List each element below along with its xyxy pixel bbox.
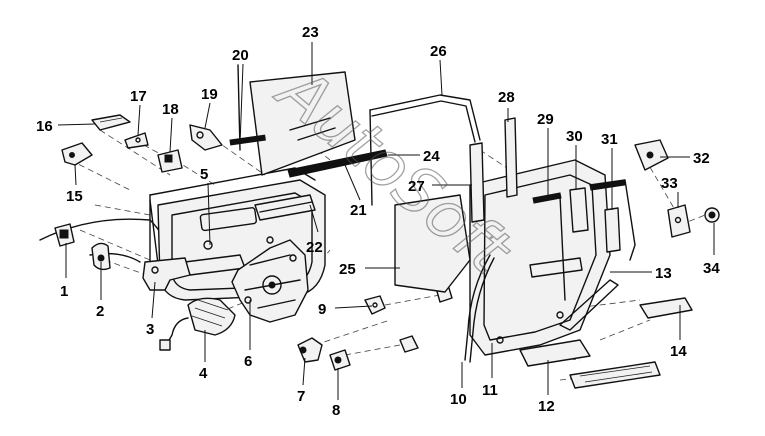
part-34-switch: [704, 207, 720, 223]
part-14-handle: [639, 297, 693, 319]
callout-16: 16: [36, 118, 53, 135]
part-13-strip: [559, 279, 619, 331]
callout-17: 17: [130, 88, 147, 105]
front-door-outer-panel: [149, 167, 316, 271]
callout-34: 34: [703, 260, 720, 277]
callout-3: 3: [146, 321, 154, 338]
callout-5: 5: [200, 166, 208, 183]
part-17-clip: [124, 132, 149, 149]
part-22-rail: [254, 194, 316, 221]
part-30-guide: [569, 187, 589, 233]
callout-4: 4: [199, 365, 208, 382]
callout-1: 1: [60, 283, 68, 300]
callout-12: 12: [538, 398, 555, 415]
part-7-hinge-pin: [297, 337, 323, 363]
callout-24: 24: [423, 148, 440, 165]
front-door-glass: [249, 71, 356, 176]
part-2-hinge: [91, 242, 111, 271]
callout-29: 29: [537, 111, 554, 128]
part-15-bracket: [61, 142, 93, 166]
callout-22: 22: [306, 239, 323, 256]
part-9-clip: [364, 295, 386, 315]
callout-18: 18: [162, 101, 179, 118]
callout-14: 14: [670, 343, 687, 360]
part-29-seal: [532, 192, 566, 301]
part-25-rear-glass: [394, 194, 471, 293]
part-27-channel: [469, 142, 485, 223]
small-fastener: [399, 335, 419, 353]
part-8-door-check: [329, 349, 351, 371]
callout-labels: 1 2 3 4 5 6 7 8 9 10 11 12 13 14 15 16 1…: [36, 24, 720, 419]
callout-2: 2: [96, 303, 104, 320]
callout-13: 13: [655, 265, 672, 282]
part-6-window-regulator: [231, 239, 309, 323]
callout-8: 8: [332, 402, 340, 419]
callout-32: 32: [693, 150, 710, 167]
callout-10: 10: [450, 391, 467, 408]
leader-lines: [57, 42, 715, 400]
callout-27: 27: [408, 178, 425, 195]
callout-21: 21: [350, 202, 367, 219]
part-19-handle-mechanism: [189, 124, 223, 151]
callout-6: 6: [244, 353, 252, 370]
part-16-handle: [91, 114, 131, 131]
part-10-weatherstrip: [464, 254, 495, 363]
part-20-window-channel: [229, 64, 266, 151]
callout-26: 26: [430, 43, 447, 60]
part-1-lock-cylinder: [54, 223, 75, 247]
callout-15: 15: [66, 188, 83, 205]
callout-23: 23: [302, 24, 319, 41]
callout-30: 30: [566, 128, 583, 145]
callout-33: 33: [661, 175, 678, 192]
part-18-latch: [157, 149, 183, 173]
part-32-lock: [634, 139, 669, 171]
callout-31: 31: [601, 131, 618, 148]
part-33-latch: [667, 204, 691, 238]
part-24-rail: [287, 149, 388, 178]
part-4-motor: [159, 297, 236, 351]
part-12-trim: [519, 339, 661, 389]
callout-9: 9: [318, 301, 326, 318]
callout-25: 25: [339, 261, 356, 278]
callout-11: 11: [482, 382, 498, 399]
callout-19: 19: [201, 86, 218, 103]
callout-7: 7: [297, 388, 305, 405]
callout-20: 20: [232, 47, 249, 64]
part-26-door-frame: [369, 94, 481, 206]
part-28-channel: [504, 117, 518, 198]
part-31-frame: [589, 179, 636, 261]
callout-28: 28: [498, 89, 515, 106]
